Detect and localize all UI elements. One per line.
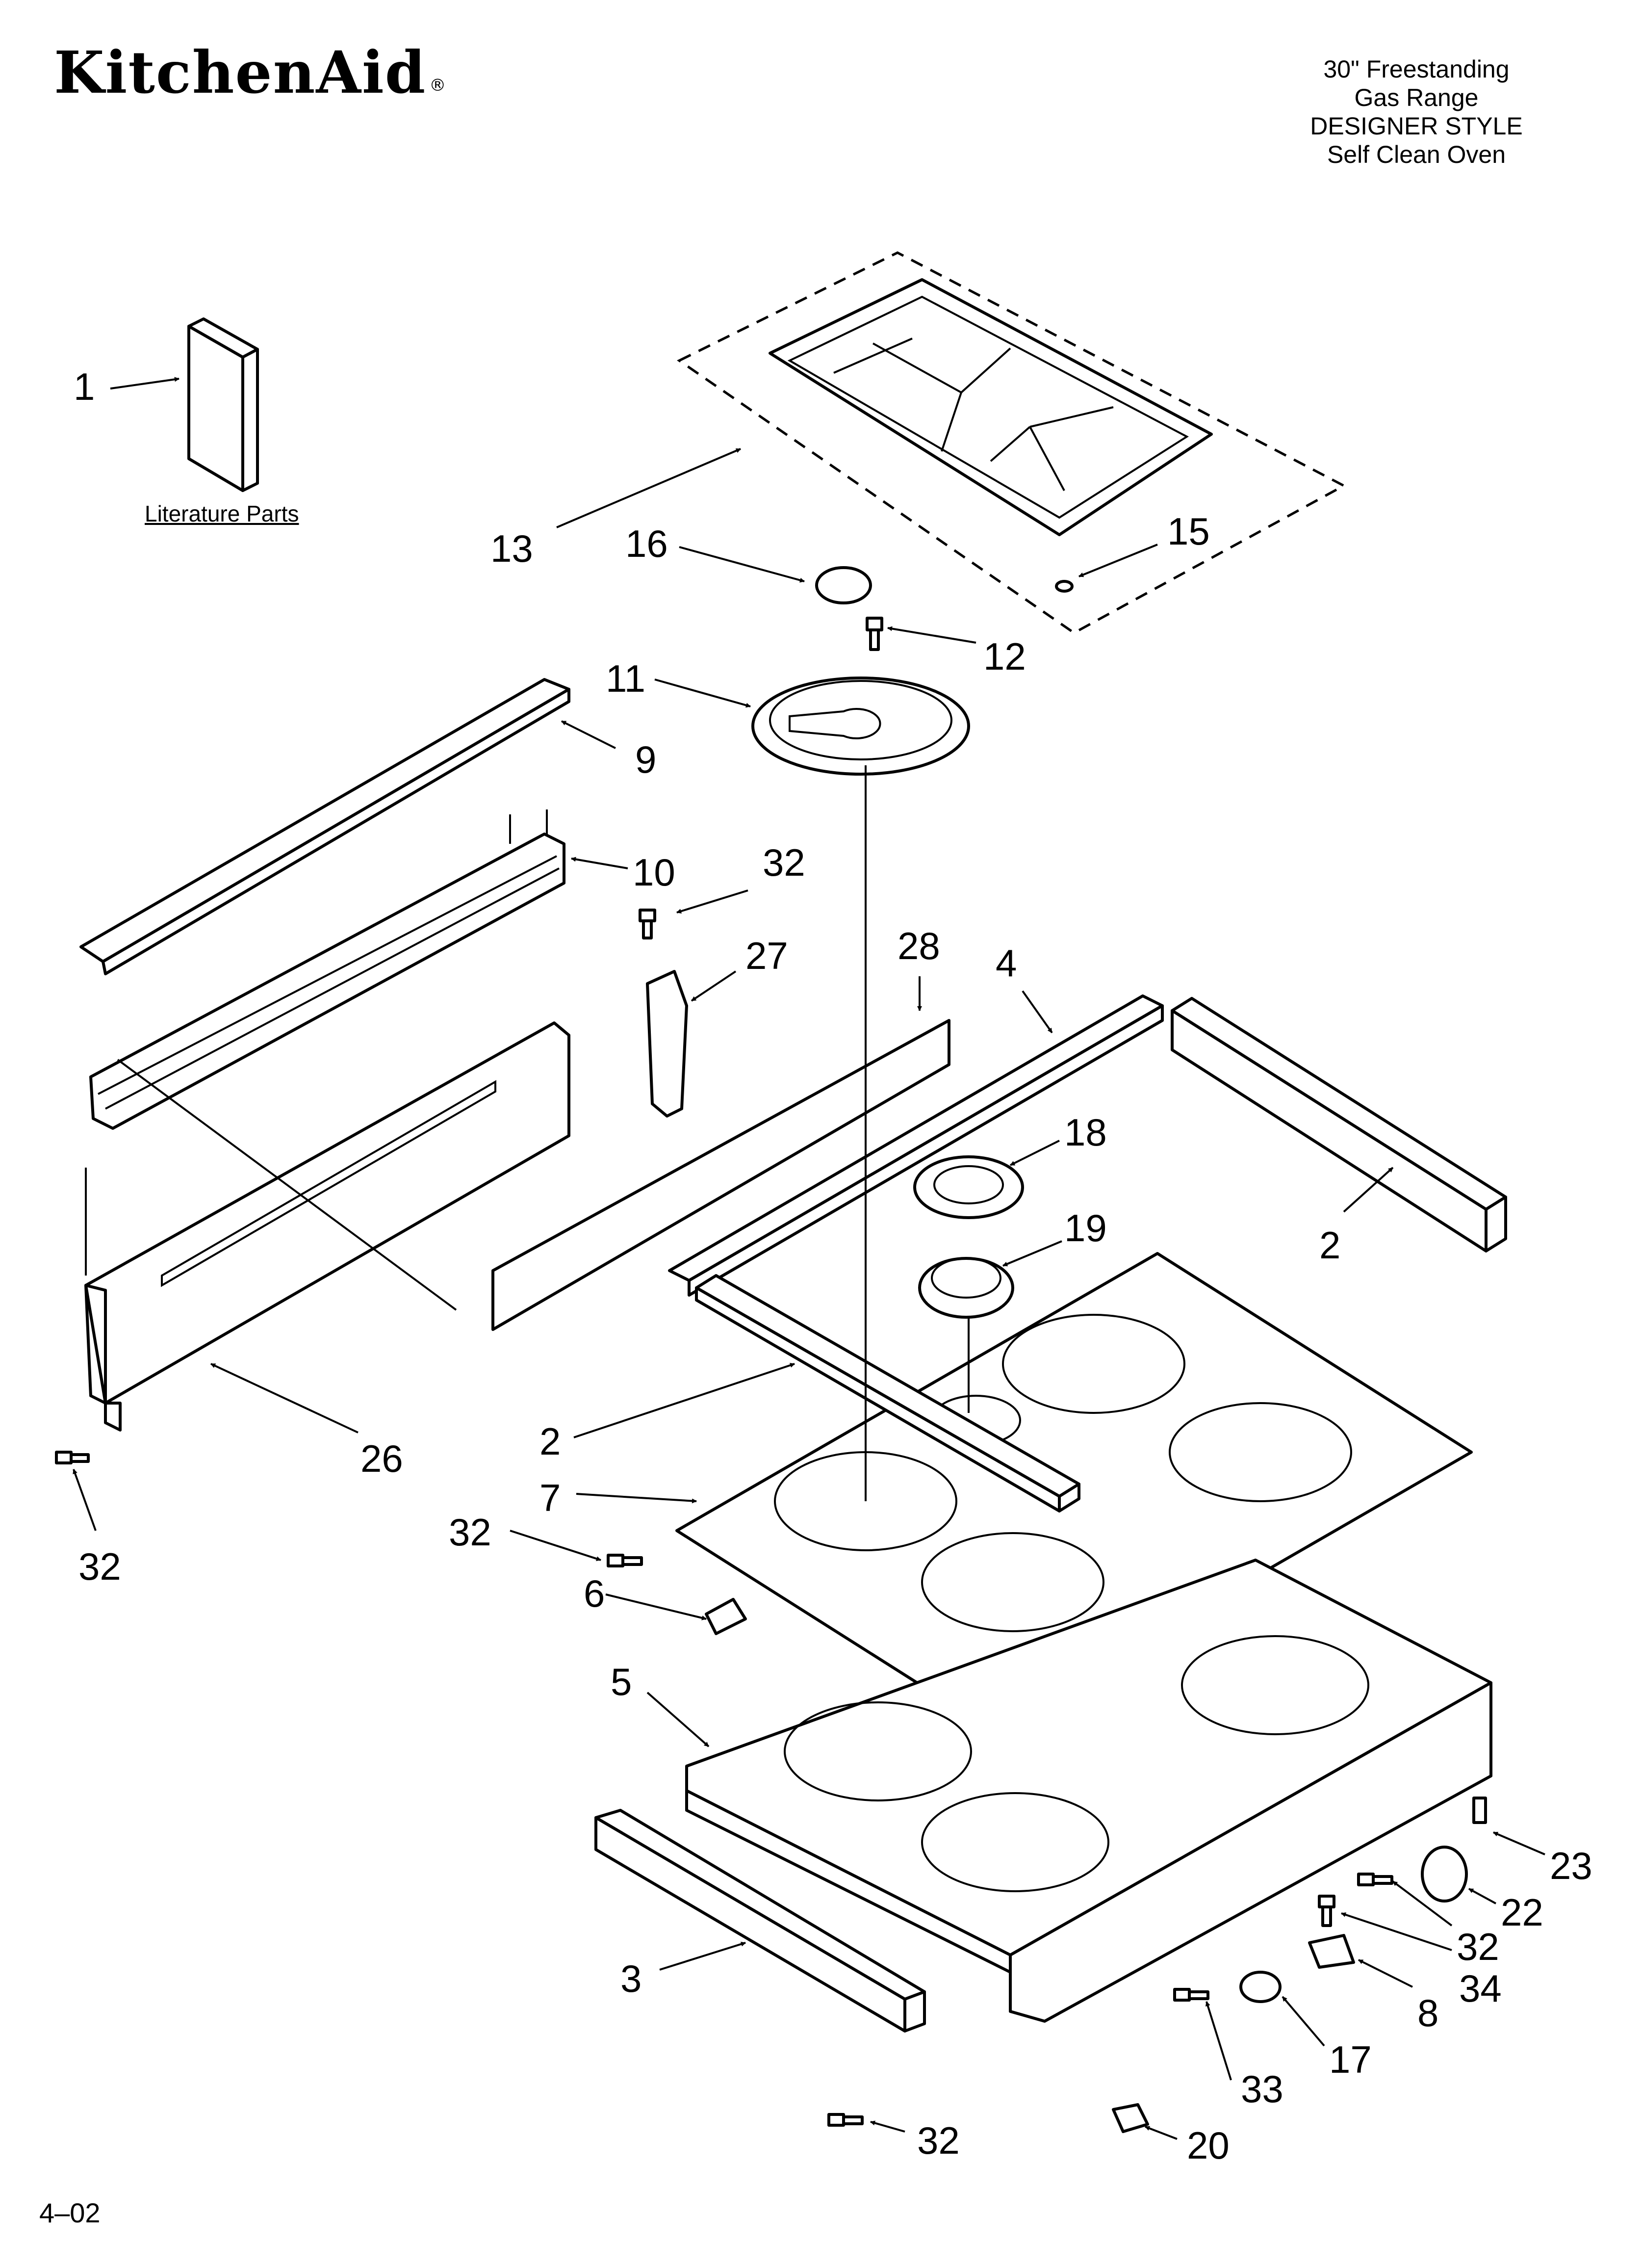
callout-10: 10 (633, 851, 675, 894)
front-trim (594, 1809, 926, 2033)
rear-trim-strip (79, 678, 570, 975)
burner-base (918, 1257, 1014, 1319)
front-trim-bar (668, 994, 1164, 1297)
title-line-1: 30" Freestanding (1323, 55, 1510, 83)
callout-33: 33 (1241, 2067, 1283, 2111)
screw-12 (866, 617, 883, 651)
back-panel (84, 1021, 570, 1432)
side-bracket (646, 970, 688, 1118)
hardware-screws (55, 909, 1487, 2127)
callout-labels: 1 13 16 15 12 11 9 10 32 27 28 4 18 19 2… (74, 365, 1592, 2167)
title-line-3: DESIGNER STYLE (1310, 112, 1523, 140)
callout-32-b: 32 (78, 1545, 121, 1588)
callout-2-b: 2 (539, 1420, 561, 1463)
callout-3: 3 (620, 1957, 641, 2000)
callout-1: 1 (74, 365, 95, 408)
model-title-block: 30" Freestanding Gas Range DESIGNER STYL… (1245, 55, 1588, 169)
callout-7: 7 (539, 1476, 561, 1519)
callout-2-a: 2 (1319, 1224, 1340, 1267)
callout-17: 17 (1329, 2038, 1372, 2081)
burner-box (685, 1559, 1492, 2023)
callout-15: 15 (1167, 510, 1210, 553)
callout-32-d: 32 (917, 2119, 960, 2162)
callout-12: 12 (983, 635, 1026, 678)
literature-booklet (187, 317, 259, 492)
callout-27: 27 (745, 934, 788, 977)
callout-32-a: 32 (763, 841, 805, 884)
callout-4: 4 (996, 941, 1017, 985)
burner-cap (815, 566, 872, 604)
brand-name: KitchenAid (54, 38, 427, 106)
callout-13: 13 (490, 527, 533, 570)
callout-22: 22 (1501, 1891, 1543, 1934)
rear-frame (89, 809, 565, 1130)
side-trim-bar-right (1171, 997, 1507, 1252)
burner-head (913, 1155, 1024, 1219)
callout-18: 18 (1064, 1111, 1107, 1154)
callout-20: 20 (1187, 2124, 1230, 2167)
callout-26: 26 (360, 1437, 403, 1480)
burner-grate (677, 251, 1347, 634)
callout-8: 8 (1417, 1991, 1438, 2034)
kitchenaid-logo: KitchenAid® (54, 38, 447, 106)
callout-11: 11 (606, 657, 645, 700)
title-line-4: Self Clean Oven (1327, 141, 1506, 168)
callout-34: 34 (1459, 1967, 1502, 2010)
callout-32-e: 32 (1457, 1925, 1499, 1968)
insulation-strip (491, 1019, 950, 1331)
clip-and-sensors (705, 1598, 1468, 2133)
callout-5: 5 (611, 1660, 632, 1703)
literature-parts-label: Literature Parts (145, 501, 299, 526)
title-line-2: Gas Range (1354, 84, 1479, 111)
callout-28: 28 (898, 924, 940, 967)
registered-mark: ® (429, 76, 447, 95)
footer-code: 4–02 (39, 2197, 101, 2228)
callout-32-c: 32 (449, 1511, 491, 1554)
callout-9: 9 (635, 738, 656, 781)
callout-23: 23 (1550, 1844, 1592, 1887)
callout-16: 16 (625, 522, 668, 565)
callout-19: 19 (1064, 1206, 1107, 1250)
callout-6: 6 (584, 1572, 605, 1615)
burner-base-plate (751, 677, 970, 776)
leader-lines (73, 377, 1545, 2140)
side-trim-bar-front (695, 1274, 1080, 1512)
